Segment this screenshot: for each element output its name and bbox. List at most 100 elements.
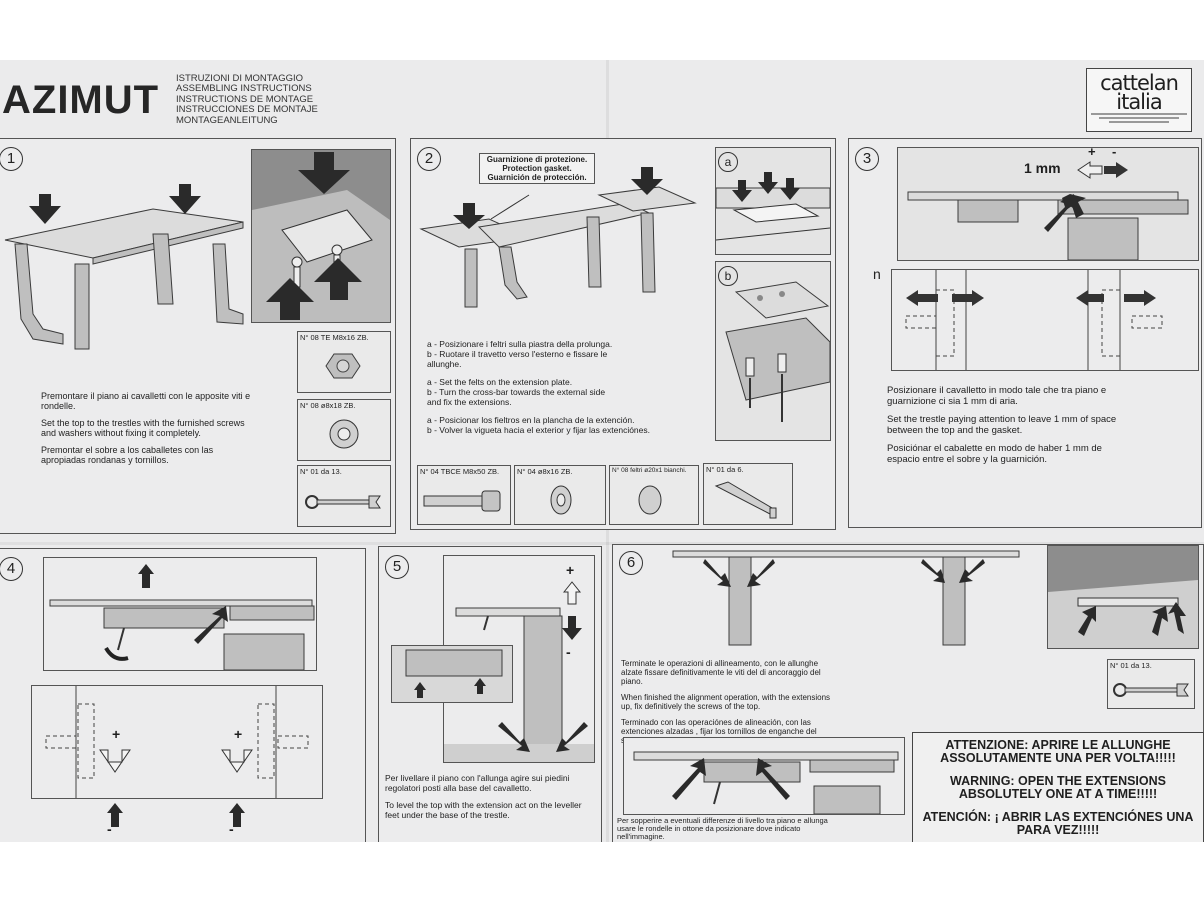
part-label: N° 08 TE M8x16 ZB. [300,333,369,342]
lower-sign-left: - [107,821,112,837]
warning-box: ATTENZIONE: APRIRE LE ALLUNGHE ASSOLUTAM… [912,732,1204,842]
logo-fine-print [1109,121,1169,123]
increase-sign: + [1088,147,1096,159]
instruction-line: allunghe. [427,359,462,369]
subtitle-line: ISTRUZIONI DI MONTAGGIO [176,73,304,84]
part-label: N° 01 da 6. [706,465,744,474]
brand-logo: cattelan italia [1086,68,1192,132]
side-mark: n [873,266,881,282]
instruction-line: a - Set the felts on the extension plate… [427,377,573,387]
step-6-number: 6 [619,551,643,575]
logo-fine-print [1099,117,1179,119]
hex-bolt-icon [325,353,361,379]
instruction-sheet: AZIMUT ISTRUZIONI DI MONTAGGIO ASSEMBLIN… [0,60,1204,842]
product-title: AZIMUT [2,78,160,122]
part-label: N° 08 ø8x18 ZB. [300,401,356,410]
step-6-table-side-view [672,550,1020,646]
subtitle-line: ASSEMBLING INSTRUCTIONS [176,83,312,95]
step-4-lift-inset [43,557,317,671]
step-3-trestle-inset [891,269,1199,371]
step-4-lower-arrows [107,803,245,827]
raise-sign-left: + [112,726,121,742]
part-spanner-13: N° 01 da 13. [1107,659,1195,709]
part-label: N° 01 da 13. [300,467,342,476]
instruction-en: Set the trestle paying attention to leav… [887,414,1117,436]
paper-fold-horizontal [0,542,1204,545]
decrease-sign: - [1112,147,1117,159]
instruction-line: and fix the extensions. [427,397,512,407]
gasket-label-en: Protection gasket. [502,164,572,173]
raise-sign-right: + [234,726,243,742]
screw-icon [423,490,501,512]
part-washer-8x16: N° 04 ø8x16 ZB. [514,465,606,525]
instruction-it: Per livellare il piano con l'allunga agi… [385,773,570,793]
step-5-instructions: Per livellare il piano con l'allunga agi… [385,773,595,827]
substep-a-label: a [718,152,738,172]
part-spanner-13: N° 01 da 13. [297,465,391,527]
step-2-panel: 2 Guarnizione di protezione. Protection … [410,138,836,530]
step-3-number: 3 [855,147,879,171]
step-6-shim-inset [623,737,905,815]
instruction-it: Terminate le operazioni di allineamento,… [621,659,821,686]
step-2b-inset: b [715,261,831,441]
allen-key-icon [714,481,777,519]
lower-sign: - [566,644,571,660]
substep-b-label: b [718,266,738,286]
part-screw-m8x16: N° 08 TE M8x16 ZB. [297,331,391,393]
step-5-foot-inset [391,645,513,703]
instruction-line: b - Ruotare il travetto verso l'esterno … [427,349,608,359]
step-5-panel: 5 + - Per livellare i [378,546,602,842]
part-label: N° 04 TBCE M8x50 ZB. [420,467,500,476]
step-1-number: 1 [0,147,23,171]
logo-fine-print [1091,113,1187,115]
step-4-panel: 4 [0,548,366,842]
instruction-es: Premontar el sobre a los caballetes con … [41,445,214,465]
step-6-note: Per sopperire a eventuali differenze di … [617,816,828,841]
step-2-instructions: a - Posizionare i feltri sulla piastra d… [427,339,707,435]
gap-measure-label: 1 mm [1024,160,1061,176]
instruction-line: a - Posizionare i feltri sulla piastra d… [427,339,613,349]
step-3-panel: 3 1 mm + - n [848,138,1202,528]
step-2-number: 2 [417,147,441,171]
step-3-instructions: Posizionare il cavalletto in modo tale c… [887,385,1117,472]
part-screw-m8x50: N° 04 TBCE M8x50 ZB. [417,465,511,525]
instruction-line: a - Posicionar los fieltros en la planch… [427,415,635,425]
instruction-en: To level the top with the extension act … [385,800,582,820]
step-1-panel: 1 N° 08 TE M8x16 Z [0,138,396,534]
part-washer-8x18: N° 08 ø8x18 ZB. [297,399,391,461]
gasket-label-it: Guarnizione di protezione. [486,155,588,164]
part-label: N° 01 da 13. [1110,661,1152,670]
instruction-es: Posiciónar el cabalette en modo de haber… [887,443,1102,465]
part-label: N° 08 feltri ø20x1 bianchi. [612,467,687,474]
step-5-leveller-inset: + - [443,555,595,763]
step-4-number: 4 [0,557,23,581]
step-6-detail-inset [1047,545,1199,649]
instruction-line: b - Turn the cross-bar towards the exter… [427,387,606,397]
step-4-plan-inset: + + [31,685,323,799]
warning-it: ATTENZIONE: APRIRE LE ALLUNGHE ASSOLUTAM… [940,738,1176,765]
instruction-en: Set the top to the trestles with the fur… [41,418,245,438]
extension-illustration [419,167,697,308]
warning-en: WARNING: OPEN THE EXTENSIONS ABSOLUTELY … [950,774,1166,801]
warning-es: ATENCIÓN: ¡ ABRIR LAS EXTENCIÓNES UNA PA… [922,810,1194,837]
instruction-it: Premontare il piano ai cavalletti con le… [41,391,251,411]
step-5-number: 5 [385,555,409,579]
step-3-gap-inset: 1 mm + - [897,147,1199,261]
instruction-it: Posizionare il cavalletto in modo tale c… [887,385,1107,407]
step-2a-inset: a [715,147,831,255]
subtitle-line: INSTRUCCIONES DE MONTAJE [176,104,318,116]
gasket-callout: Guarnizione di protezione. Protection ga… [479,153,595,184]
instruction-en: When finished the alignment operation, w… [621,693,831,711]
logo-word-cattelan: cattelan [1100,71,1179,95]
washer-icon [329,419,359,449]
table-top-illustration [4,184,244,350]
instruction-languages: ISTRUZIONI DI MONTAGGIO ASSEMBLING INSTR… [176,73,318,126]
part-label: N° 04 ø8x16 ZB. [517,467,573,476]
logo-word-italia: italia [1116,90,1162,114]
part-allen-key-6: N° 01 da 6. [703,463,793,525]
washer-icon [550,485,572,515]
part-felt-pads: N° 08 feltri ø20x1 bianchi. [609,465,699,525]
step-1-instructions: Premontare il piano ai cavalletti con le… [41,391,253,472]
wrench-icon [1113,683,1189,697]
gasket-label-es: Guarnición de protección. [487,173,587,182]
